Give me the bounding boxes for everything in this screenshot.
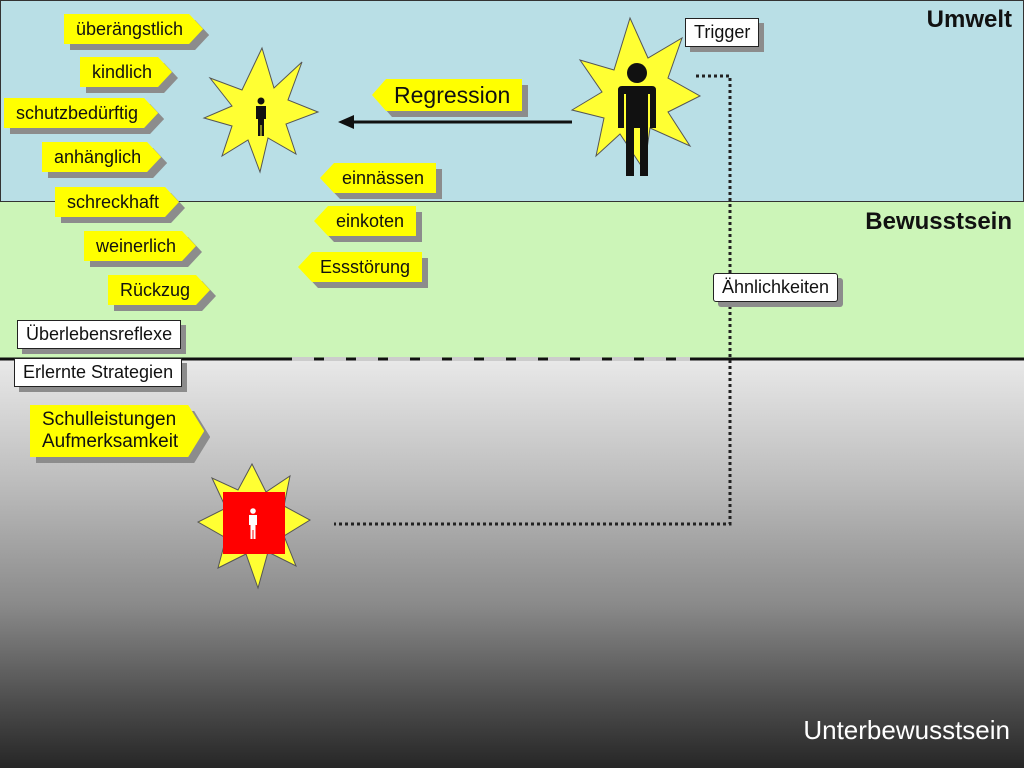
symptom-tag: einkoten bbox=[314, 206, 417, 236]
trait-tag: schreckhaft bbox=[55, 187, 179, 217]
trait-tag: überängstlich bbox=[64, 14, 203, 44]
symptom-tag: einnässen bbox=[320, 163, 437, 193]
school-line-2: Aufmerksamkeit bbox=[42, 431, 179, 452]
person-icon bbox=[618, 63, 656, 176]
trigger-box: Trigger bbox=[685, 18, 760, 47]
trait-tag: kindlich bbox=[80, 57, 172, 87]
trait-tag: weinerlich bbox=[84, 231, 196, 261]
school-tag: Schulleistungen Aufmerksamkeit bbox=[30, 405, 204, 457]
learned-strategies-box: Erlernte Strategien bbox=[14, 358, 183, 387]
regression-arrowhead bbox=[338, 115, 354, 129]
layer-label-umwelt: Umwelt bbox=[926, 6, 1012, 33]
school-line-1: Schulleistungen bbox=[42, 409, 177, 430]
symptom-tag: Essstörung bbox=[298, 252, 423, 282]
trait-tag: anhänglich bbox=[42, 142, 161, 172]
regression-label: Regression bbox=[372, 79, 523, 111]
survival-reflexes-box: Überlebensreflexe bbox=[17, 320, 182, 349]
trait-tag: schutzbedürftig bbox=[4, 98, 158, 128]
layer-label-unterbewusstsein: Unterbewusstsein bbox=[803, 715, 1010, 745]
person-icon bbox=[256, 97, 266, 136]
similarity-box: Ähnlichkeiten bbox=[713, 273, 839, 302]
person-icon bbox=[249, 508, 257, 539]
layer-label-bewusstsein: Bewusstsein bbox=[865, 208, 1012, 235]
trait-tag: Rückzug bbox=[108, 275, 210, 305]
trigger-path bbox=[334, 74, 732, 526]
